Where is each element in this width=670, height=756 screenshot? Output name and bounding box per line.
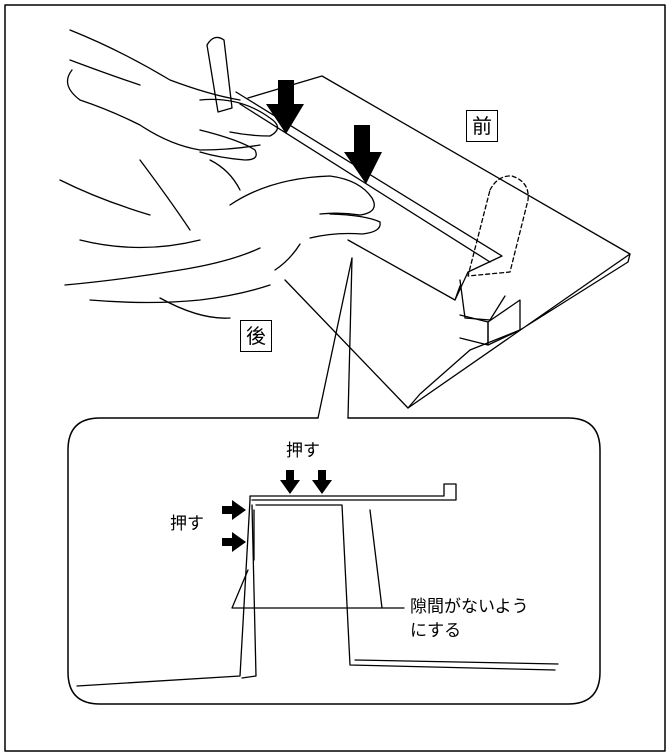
push-arrow-side-2 <box>222 532 246 552</box>
back-post <box>206 36 233 113</box>
push-arrow-top-1 <box>280 470 300 494</box>
hidden-stand-arm <box>467 175 529 277</box>
label-front: 前 <box>466 110 498 142</box>
label-no-gap-line2: にする <box>410 621 462 641</box>
press-arrow-upper-1 <box>266 80 304 134</box>
push-arrow-side-1 <box>222 500 246 520</box>
label-no-gap-line1: 隙間がないよう <box>410 597 529 617</box>
press-arrow-upper-2 <box>344 125 382 184</box>
label-rear: 後 <box>240 320 272 352</box>
label-push-top: 押す <box>286 441 320 461</box>
push-arrow-top-2 <box>312 470 332 494</box>
cross-section <box>76 483 559 687</box>
detail-inset <box>67 417 601 705</box>
hands <box>59 29 381 319</box>
stand-base <box>247 75 631 409</box>
gap-leader-lines <box>231 509 405 609</box>
callout-line-right <box>347 257 353 419</box>
label-push-left: 押す <box>170 514 204 534</box>
callout-line-left <box>317 257 353 419</box>
